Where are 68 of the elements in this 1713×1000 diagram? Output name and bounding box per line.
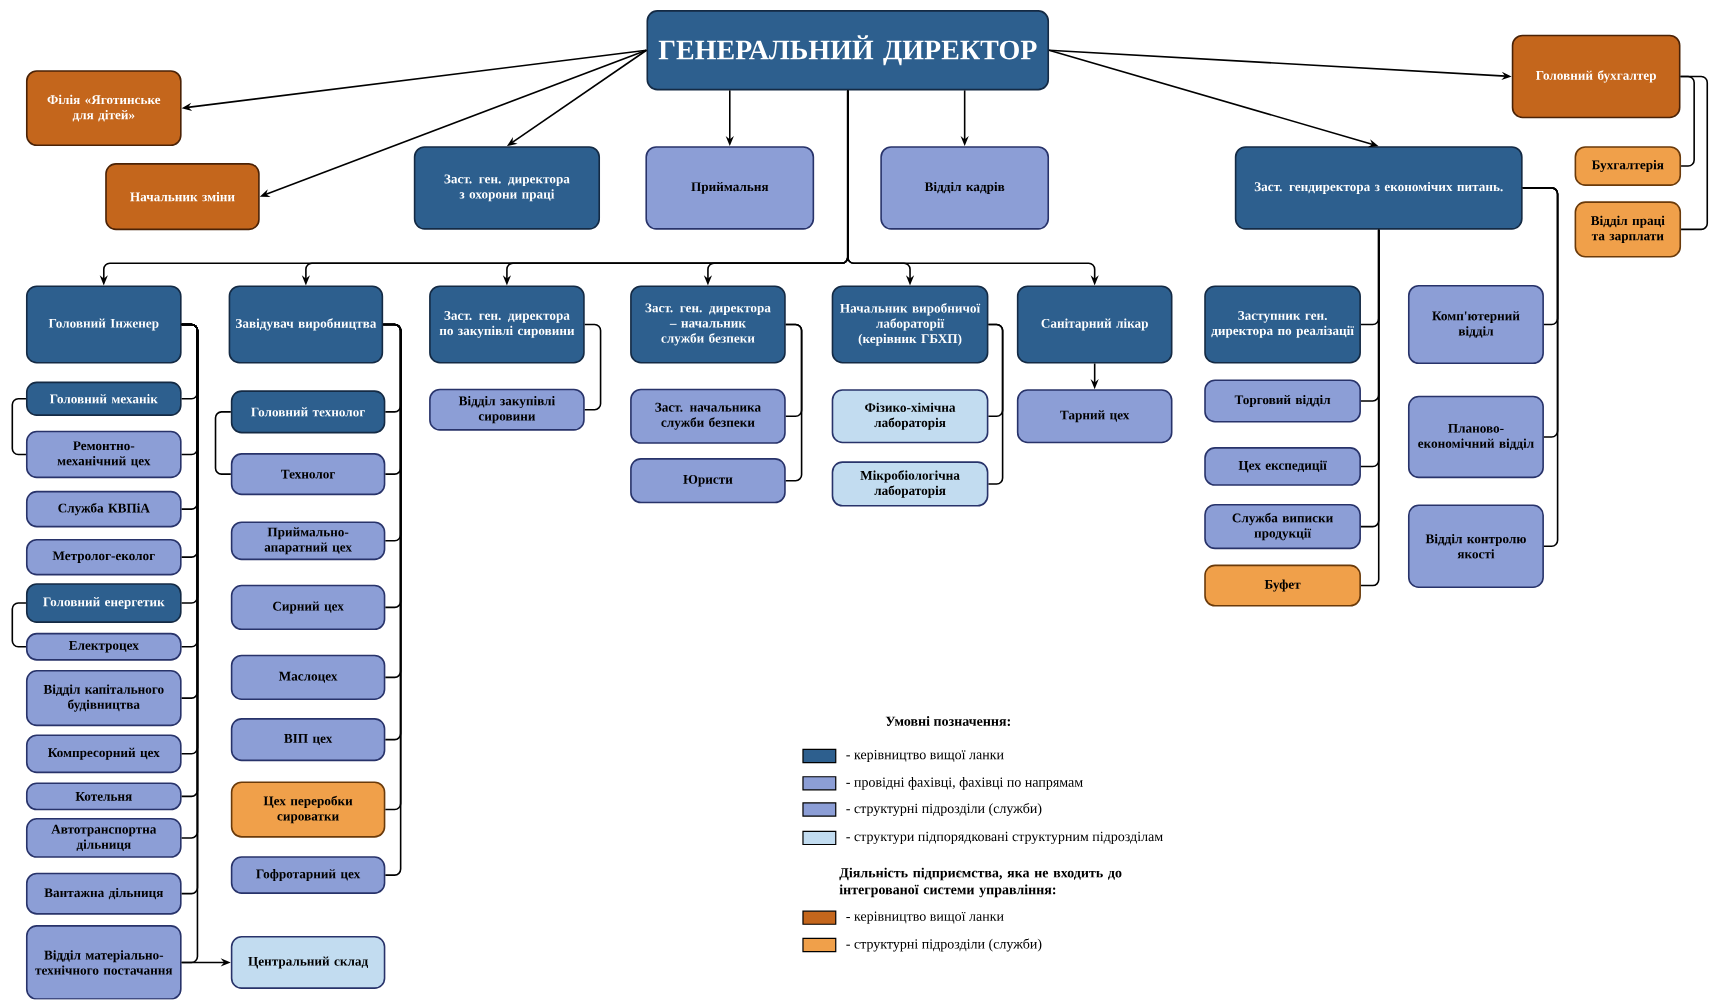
org-unit-box: Фізико-хімічна лабораторія <box>831 389 989 444</box>
org-unit-box: Завідувач виробництва <box>228 285 384 364</box>
org-unit-box: Заст. ген. директора з охорони праці <box>413 146 601 230</box>
legend-heading: Умовні позначення: <box>885 716 1010 727</box>
connector-line <box>1679 75 1709 231</box>
org-unit-box: Сирний цех <box>230 584 386 631</box>
org-unit-box: Головний Інженер <box>25 285 182 364</box>
org-unit-box: Головний бухгалтер <box>1511 34 1681 119</box>
legend-text: - структурні підрозділи (служби) <box>846 938 1042 952</box>
connector-line <box>987 323 1004 485</box>
org-unit-box: Відділ кадрів <box>880 146 1050 230</box>
org-unit-box: Служба виписки продукції <box>1204 504 1361 550</box>
connector-line <box>1679 75 1695 168</box>
org-unit-box: Заст. начальника служби безпеки <box>630 388 786 444</box>
org-unit-box: Заст. гендиректора з економічих питань. <box>1234 146 1523 230</box>
org-unit-box: Філія «Яготинське для дітей» <box>25 70 182 147</box>
org-unit-box: Заст. ген. директора по закупівлі сировини <box>429 285 585 364</box>
legend-heading: Діяльність підприємства, яка не входить до інтегрованої системи управління: <box>839 867 1122 898</box>
org-unit-box: Відділ капітального будівництва <box>25 670 182 727</box>
org-unit-box: Приймальня <box>645 146 815 230</box>
connector-line <box>784 323 803 482</box>
org-unit-box: Служба КВПіА <box>25 491 182 528</box>
org-unit-box: Компресорний цех <box>25 734 182 774</box>
org-unit-box: Бухгалтерія <box>1574 146 1682 187</box>
org-unit-box: Мікробіологічна лабораторія <box>831 461 989 507</box>
org-unit-box: Приймально-апаратний цех <box>230 521 386 561</box>
org-unit-box: Юристи <box>630 458 786 504</box>
legend-text: - структурні підрозділи (служби) <box>846 803 1042 817</box>
org-unit-box: Автотранспортна дільниця <box>25 818 182 859</box>
org-unit-box: Вантажна дільниця <box>25 872 182 915</box>
connector-line <box>583 323 602 411</box>
connector-line <box>1521 187 1559 548</box>
connector-line <box>11 398 27 456</box>
org-unit-box: Начальник зміни <box>105 163 260 231</box>
org-unit-box: Начальник виробничої лабораторії (керівник ГБХП) <box>831 285 989 364</box>
org-unit-box: Відділ праці та зарплати <box>1574 201 1682 258</box>
org-unit-box: Буфет <box>1204 564 1361 607</box>
connector-line <box>11 602 27 648</box>
org-unit-box: Торговий відділ <box>1204 379 1361 423</box>
org-unit-box: Котельня <box>25 782 182 811</box>
org-unit-box: Гофротарний цех <box>230 856 386 895</box>
org-unit-box: Головний технолог <box>230 390 386 434</box>
org-unit-box: Відділ матеріально-технічного постачання <box>25 925 182 1000</box>
legend-text: - провідні фахівці, фахівці по напрямам <box>846 777 1083 790</box>
connector-line <box>214 411 232 476</box>
org-unit-box: Відділ закупівлі сировини <box>429 388 585 431</box>
org-unit-box: Центральний склад <box>230 936 386 990</box>
org-unit-box: Комп'ютерний відділ <box>1407 285 1544 365</box>
org-unit-box: Цех експедиції <box>1204 447 1361 487</box>
legend-text: - керівництво вищої ланки <box>846 911 1004 924</box>
org-unit-box: Головний механік <box>25 381 182 417</box>
org-unit-box: ГЕНЕРАЛЬНИЙ ДИРЕКТОР <box>646 10 1050 91</box>
legend-text: - керівництво вищої ланки <box>846 750 1004 763</box>
org-unit-box: Відділ контролю якості <box>1407 504 1544 589</box>
org-unit-box: Метролог-еколог <box>25 539 182 576</box>
legend-text: - структури підпорядковані структурним підрозділам <box>846 832 1163 845</box>
org-unit-box: Технолог <box>230 453 386 496</box>
org-unit-box: Цех переробки сироватки <box>230 781 386 838</box>
org-unit-box: Заступник ген. директора по реалізації <box>1204 285 1361 364</box>
org-unit-box: Санітарний лікар <box>1016 285 1173 364</box>
org-unit-box: Ремонтно-механічний цех <box>25 430 182 479</box>
org-unit-box: Тарний цех <box>1016 389 1173 444</box>
org-unit-box: Електроцех <box>25 633 182 661</box>
org-unit-box: Головний енергетик <box>25 583 182 624</box>
org-unit-box: ВІП цех <box>230 718 386 762</box>
org-unit-box: Планово-економічний відділ <box>1407 395 1544 479</box>
org-unit-box: Маслоцех <box>230 654 386 701</box>
org-unit-box: Заст. ген. директора – начальник служби безпеки <box>630 285 786 364</box>
